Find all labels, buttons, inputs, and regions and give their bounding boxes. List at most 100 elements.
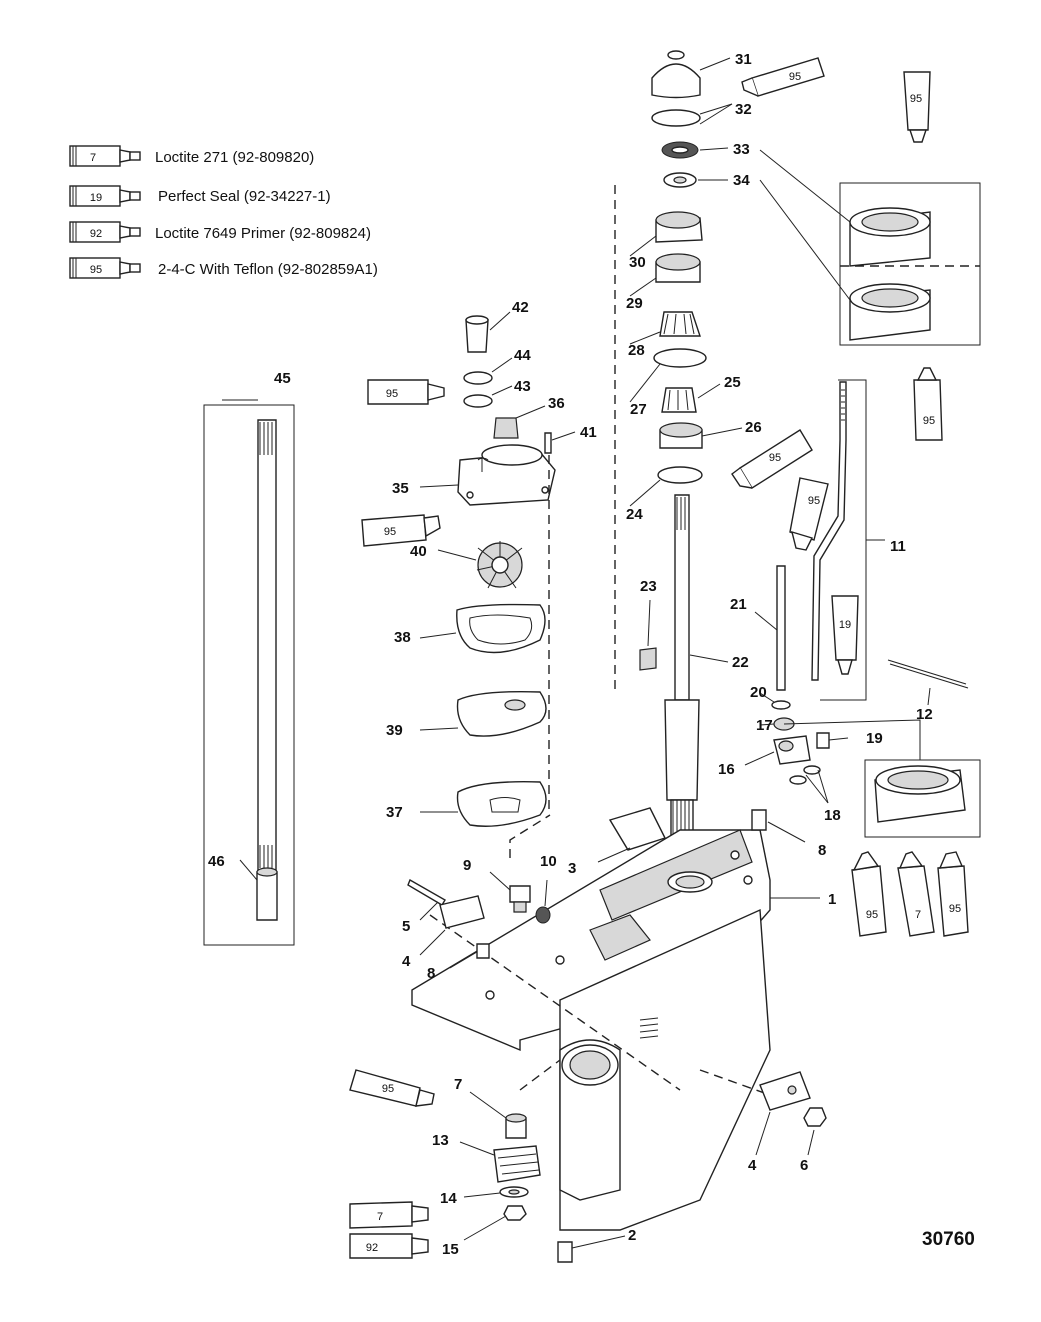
sealant-tube-icon: 95 — [349, 1069, 435, 1107]
callout: 38 — [394, 629, 411, 646]
svg-text:95: 95 — [910, 93, 922, 105]
callout: 28 — [628, 342, 645, 359]
o-ring — [657, 466, 703, 484]
legend-item: 92 Loctite 7649 Primer (92-809824) — [69, 221, 371, 243]
washer — [789, 775, 807, 785]
tube-code: 95 — [90, 264, 102, 276]
svg-text:95: 95 — [866, 909, 878, 921]
callout: 25 — [724, 374, 741, 391]
callout: 16 — [718, 761, 735, 778]
sealant-tube-icon: 19 — [831, 595, 859, 675]
callout: 4 — [402, 953, 411, 970]
callout: 4 — [748, 1157, 757, 1174]
callout: 1 — [828, 891, 836, 908]
pinion-nut — [503, 1205, 527, 1221]
part-box-45 — [203, 404, 295, 946]
sealant-tube-icon: 7 — [897, 851, 935, 937]
callout: 31 — [735, 51, 752, 68]
callout: 6 — [800, 1157, 808, 1174]
callout: 12 — [916, 706, 933, 723]
callout: 22 — [732, 654, 749, 671]
callout: 2 — [628, 1227, 636, 1244]
svg-text:92: 92 — [366, 1242, 378, 1254]
sealant-tube-icon: 19 — [69, 185, 141, 207]
callout: 46 — [208, 853, 225, 870]
upper-bearing-stack — [614, 50, 743, 690]
tapered-bearing — [659, 311, 701, 337]
impeller — [476, 541, 523, 589]
callout: 8 — [818, 842, 826, 859]
callout: 20 — [750, 684, 767, 701]
legend-label: 2-4-C With Teflon (92-802859A1) — [158, 261, 378, 278]
water-pump-assembly — [419, 311, 576, 827]
sealant-tube-icon: 92 — [69, 221, 141, 243]
grommet — [493, 417, 519, 439]
callout: 19 — [866, 730, 883, 747]
sealant-tube-icon: 95 — [731, 429, 813, 489]
callout: 18 — [824, 807, 841, 824]
callout: 29 — [626, 295, 643, 312]
anode — [439, 895, 485, 929]
svg-text:7: 7 — [377, 1211, 383, 1223]
callout: 7 — [454, 1076, 462, 1093]
figure-id: 30760 — [922, 1229, 975, 1250]
callout: 36 — [548, 395, 565, 412]
screw — [407, 878, 446, 906]
sealant-tube-icon: 95 — [851, 851, 887, 937]
callout: 30 — [629, 254, 646, 271]
callout: 35 — [392, 480, 409, 497]
svg-text:95: 95 — [382, 1083, 394, 1095]
sealant-tube-icon: 95 — [937, 851, 969, 937]
key — [639, 647, 657, 671]
callout: 39 — [386, 722, 403, 739]
housing-hardware — [407, 807, 827, 1263]
screw — [544, 432, 552, 454]
dowel-pin — [751, 809, 767, 831]
svg-text:95: 95 — [789, 71, 801, 83]
callout: 3 — [568, 860, 576, 877]
callout: 13 — [432, 1132, 449, 1149]
dowel-pin — [476, 943, 490, 959]
svg-text:95: 95 — [808, 495, 820, 507]
oil-seal-carrier-cap — [651, 63, 701, 99]
callout: 32 — [735, 101, 752, 118]
sealant-tube-icon: 95 — [741, 57, 825, 97]
seal-detail-inset — [759, 149, 981, 838]
callout: 44 — [514, 347, 531, 364]
shift-crank — [773, 735, 811, 765]
callout: 5 — [402, 918, 410, 935]
sealant-tube-icon: 95 — [361, 514, 441, 547]
callout: 43 — [514, 378, 531, 395]
callout: 27 — [630, 401, 647, 418]
shim-ring — [653, 348, 707, 368]
svg-text:95: 95 — [386, 388, 398, 400]
sealant-tubes: 95 95 95 95 95 95 — [349, 57, 969, 1259]
callout: 41 — [580, 424, 597, 441]
callout: 8 — [427, 965, 435, 982]
svg-text:95: 95 — [769, 452, 781, 464]
pump-insert — [465, 319, 489, 353]
tube-code: 92 — [90, 228, 102, 240]
screw — [816, 732, 830, 749]
driveshaft-coupler — [256, 871, 278, 921]
legend-item: 7 Loctite 271 (92-809820) — [69, 145, 314, 167]
drain-plug — [509, 885, 531, 903]
legend-label: Loctite 271 (92-809820) — [155, 149, 314, 166]
base-gasket — [456, 781, 547, 827]
sealing-washer — [535, 906, 551, 924]
callout-labels: 1 2 3 4 4 5 6 7 8 8 9 10 11 12 13 14 15 … — [208, 51, 933, 1258]
o-ring — [651, 109, 701, 127]
anode — [759, 1071, 811, 1111]
callout: 23 — [640, 578, 657, 595]
callout: 10 — [540, 853, 557, 870]
legend-label: Perfect Seal (92-34227-1) — [158, 188, 331, 205]
sealant-tube-icon: 95 — [903, 71, 931, 143]
sealant-tube-icon: 95 — [913, 367, 943, 441]
callout: 26 — [745, 419, 762, 436]
svg-text:95: 95 — [949, 903, 961, 915]
washer — [771, 700, 791, 710]
sealant-tube-icon: 92 — [349, 1233, 429, 1259]
callout: 17 — [756, 717, 773, 734]
driveshaft-assembly — [203, 399, 295, 946]
